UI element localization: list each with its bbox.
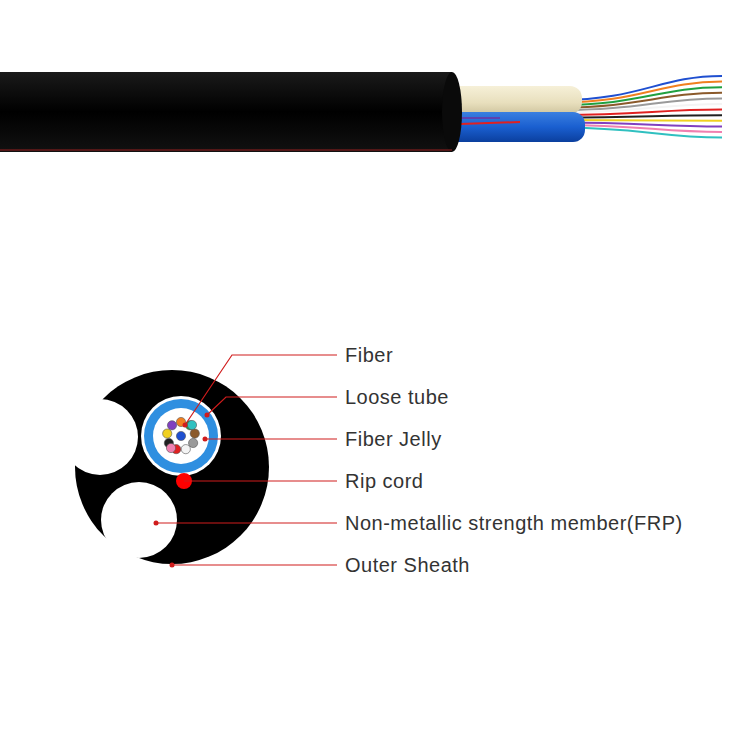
fiber-dot <box>176 431 185 440</box>
fiber-strand <box>560 110 722 115</box>
rip-cord <box>460 122 520 124</box>
sheath-edge <box>0 149 452 151</box>
fiber-dot <box>166 443 175 452</box>
fiber-strand <box>560 115 722 117</box>
part-label: Loose tube <box>345 385 449 409</box>
fiber-jelly <box>153 408 209 464</box>
fiber-dot <box>181 445 190 454</box>
frp-member <box>101 482 177 558</box>
leader-lines <box>156 355 337 565</box>
fiber-strand <box>560 104 722 113</box>
part-label: Fiber <box>345 343 393 367</box>
fiber-dot <box>167 421 176 430</box>
part-label: Outer Sheath <box>345 553 470 577</box>
loose-tube-section <box>144 399 218 473</box>
sheath-end <box>442 72 462 152</box>
fiber-dots <box>163 417 200 453</box>
fiber-strand <box>560 87 722 105</box>
leader-dots <box>154 413 210 568</box>
fiber-dot <box>187 420 196 429</box>
frp-member <box>62 399 138 475</box>
part-label: Non-metallic strength member(FRP) <box>345 511 683 535</box>
tube-outline <box>141 396 221 476</box>
part-label: Rip cord <box>345 469 423 493</box>
fiber-dot <box>163 429 172 438</box>
outer-sheath <box>0 72 452 152</box>
part-label: Fiber Jelly <box>345 427 442 451</box>
fiber-dot <box>189 438 198 447</box>
fiber-dot <box>190 429 199 438</box>
